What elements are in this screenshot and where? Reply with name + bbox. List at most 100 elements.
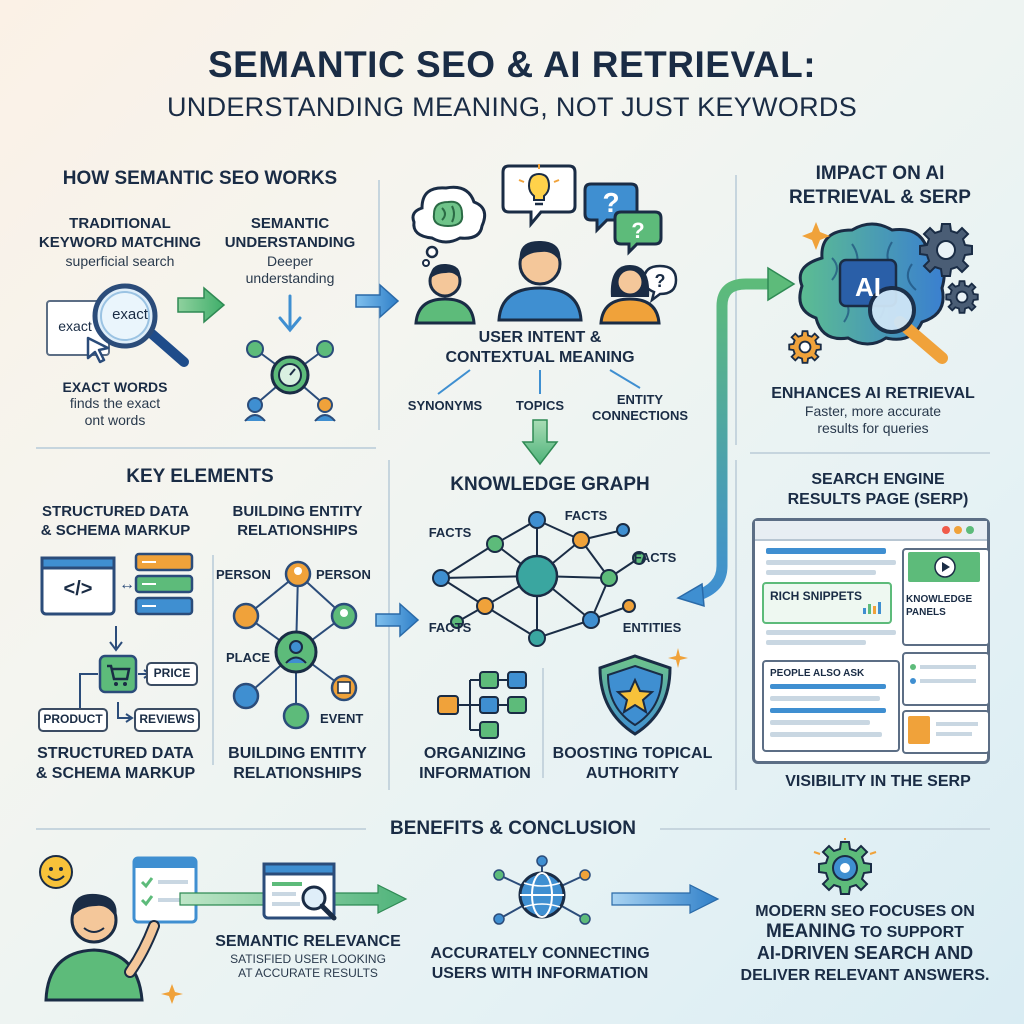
serp-browser-toolbar [755, 521, 987, 541]
serp-heading-line2: RESULTS PAGE (SERP) [787, 491, 969, 508]
arrow-right-icon [355, 283, 400, 319]
impact-heading-line2: RETRIEVAL & SERP [789, 187, 971, 208]
play-icon [934, 556, 956, 578]
impact-caption-line2: results for queries [817, 420, 929, 436]
divider-structured-entity [212, 555, 214, 765]
graph-label-entities: ENTITIES [622, 620, 682, 635]
entity-event: EVENT [320, 711, 364, 726]
branch-synonyms: SYNONYMS [407, 398, 483, 413]
data-stack-icon [134, 552, 194, 616]
traditional-caption-line1: EXACT WORDS [62, 379, 168, 395]
entity-title-line1: BUILDING ENTITY [232, 503, 363, 520]
semantic-network-icon [244, 340, 336, 422]
paa-row-line [770, 708, 886, 713]
curved-arrow-icon [676, 266, 796, 608]
graph-label-facts-top: FACTS [564, 508, 608, 523]
side-list-line [920, 665, 976, 669]
entity-title-line2: RELATIONSHIPS [237, 522, 358, 539]
side-list-bullet [910, 664, 916, 670]
impact-caption-title: ENHANCES AI RETRIEVAL [771, 385, 975, 402]
graph-label-facts-bl: FACTS [428, 620, 472, 635]
structured-caption-line2: & SCHEMA MARKUP [35, 765, 196, 782]
conclusion-emphasis: MEANING [766, 921, 856, 942]
entity-caption-line1: BUILDING ENTITY [228, 745, 367, 762]
traditional-title-line1: TRADITIONAL [69, 215, 171, 232]
structured-caption-line1: STRUCTURED DATA [37, 745, 194, 762]
side-list-line [920, 679, 976, 683]
traditional-title-line2: KEYWORD MATCHING [38, 234, 202, 251]
side-media-thumbnail [908, 716, 930, 744]
search-window-icon [262, 862, 337, 921]
graph-label-facts-right: FACTS [633, 550, 677, 565]
gear-icon [919, 223, 973, 277]
branch-topics: TOPICS [515, 398, 565, 413]
intent-branch-lines [437, 369, 641, 395]
svg-text:?: ? [602, 187, 619, 218]
cart-icon [98, 654, 138, 694]
sparkle-icon [668, 648, 688, 668]
ai-badge: AI [855, 272, 881, 302]
graph-label-facts-tl: FACTS [428, 525, 472, 540]
window-control-dot [966, 526, 974, 534]
arrow-right-icon [611, 884, 720, 914]
people-also-ask-label: PEOPLE ALSO ASK [770, 668, 865, 679]
relevance-line2: AT ACCURATE RESULTS [238, 966, 378, 980]
paa-row-line [770, 684, 886, 689]
window-control-dot [942, 526, 950, 534]
magnifier-word: exact [112, 306, 148, 323]
serp-result-line [766, 560, 896, 565]
rich-snippets-card [762, 582, 892, 624]
entity-place: PLACE [226, 650, 271, 665]
side-media-line [936, 722, 978, 726]
serp-result-line [766, 640, 866, 645]
exact-word-box-label: exact [58, 318, 92, 334]
serp-heading-line1: SEARCH ENGINE [811, 471, 945, 488]
authority-line1: BOOSTING TOPICAL [552, 745, 713, 762]
user-intent-title-line2: CONTEXTUAL MEANING [445, 349, 635, 366]
arrow-right-icon [177, 286, 226, 324]
paa-row-line [770, 720, 870, 725]
conclusion-line3: AI-DRIVEN SEARCH AND [756, 943, 974, 963]
divider-intent-impact [735, 175, 737, 445]
divider-benefits [36, 828, 366, 830]
organizing-line2: INFORMATION [419, 765, 531, 782]
window-control-dot [954, 526, 962, 534]
organizing-line1: ORGANIZING [423, 745, 527, 762]
code-window-icon [40, 556, 116, 616]
serp-result-line [766, 630, 896, 635]
reviews-tag: REVIEWS [134, 708, 200, 732]
semantic-subtitle-line2: understanding [245, 270, 335, 286]
page-title: SEMANTIC SEO & AI RETRIEVAL: [207, 44, 817, 85]
organizing-flow-icon [437, 671, 527, 739]
gear-icon [945, 280, 979, 314]
divider-how-keyelements [36, 447, 376, 449]
conclusion-line1: MODERN SEO FOCUSES ON [755, 903, 975, 920]
semantic-title-line1: SEMANTIC [250, 215, 330, 232]
cursor-icon [86, 336, 110, 364]
knowledge-panels-line2: PANELS [906, 607, 946, 618]
divider-impact-serp [750, 452, 990, 454]
side-media-line [936, 732, 972, 736]
serp-caption: VISIBILITY IN THE SERP [785, 773, 971, 790]
knowledge-graph-heading: KNOWLEDGE GRAPH [450, 474, 650, 495]
arrow-down-small-icon [109, 626, 123, 652]
user-avatar-right-icon [599, 265, 661, 325]
arrow-down-icon [278, 294, 302, 333]
bidirectional-arrow-icon: ↔ [119, 576, 135, 593]
connecting-line1: ACCURATELY CONNECTING [430, 945, 650, 962]
target-gear-icon [813, 838, 877, 895]
knowledge-graph-network [432, 511, 646, 647]
structured-title-line2: & SCHEMA MARKUP [40, 522, 191, 539]
conclusion-line2-rest: TO SUPPORT [855, 924, 964, 941]
impact-caption-line1: Faster, more accurate [804, 403, 942, 419]
conclusion-line2: MEANING TO SUPPORT [720, 922, 1010, 942]
structured-title-line1: STRUCTURED DATA [42, 503, 189, 520]
semantic-subtitle-line1: Deeper [267, 253, 313, 269]
product-tag: PRODUCT [38, 708, 108, 732]
conclusion-line4: DELIVER RELEVANT ANSWERS. [740, 967, 990, 984]
serp-result-line [766, 570, 876, 575]
branch-entity: ENTITY [616, 392, 664, 407]
svg-text:?: ? [655, 271, 666, 291]
shield-star-icon [598, 654, 672, 736]
paa-row-line [770, 696, 880, 701]
